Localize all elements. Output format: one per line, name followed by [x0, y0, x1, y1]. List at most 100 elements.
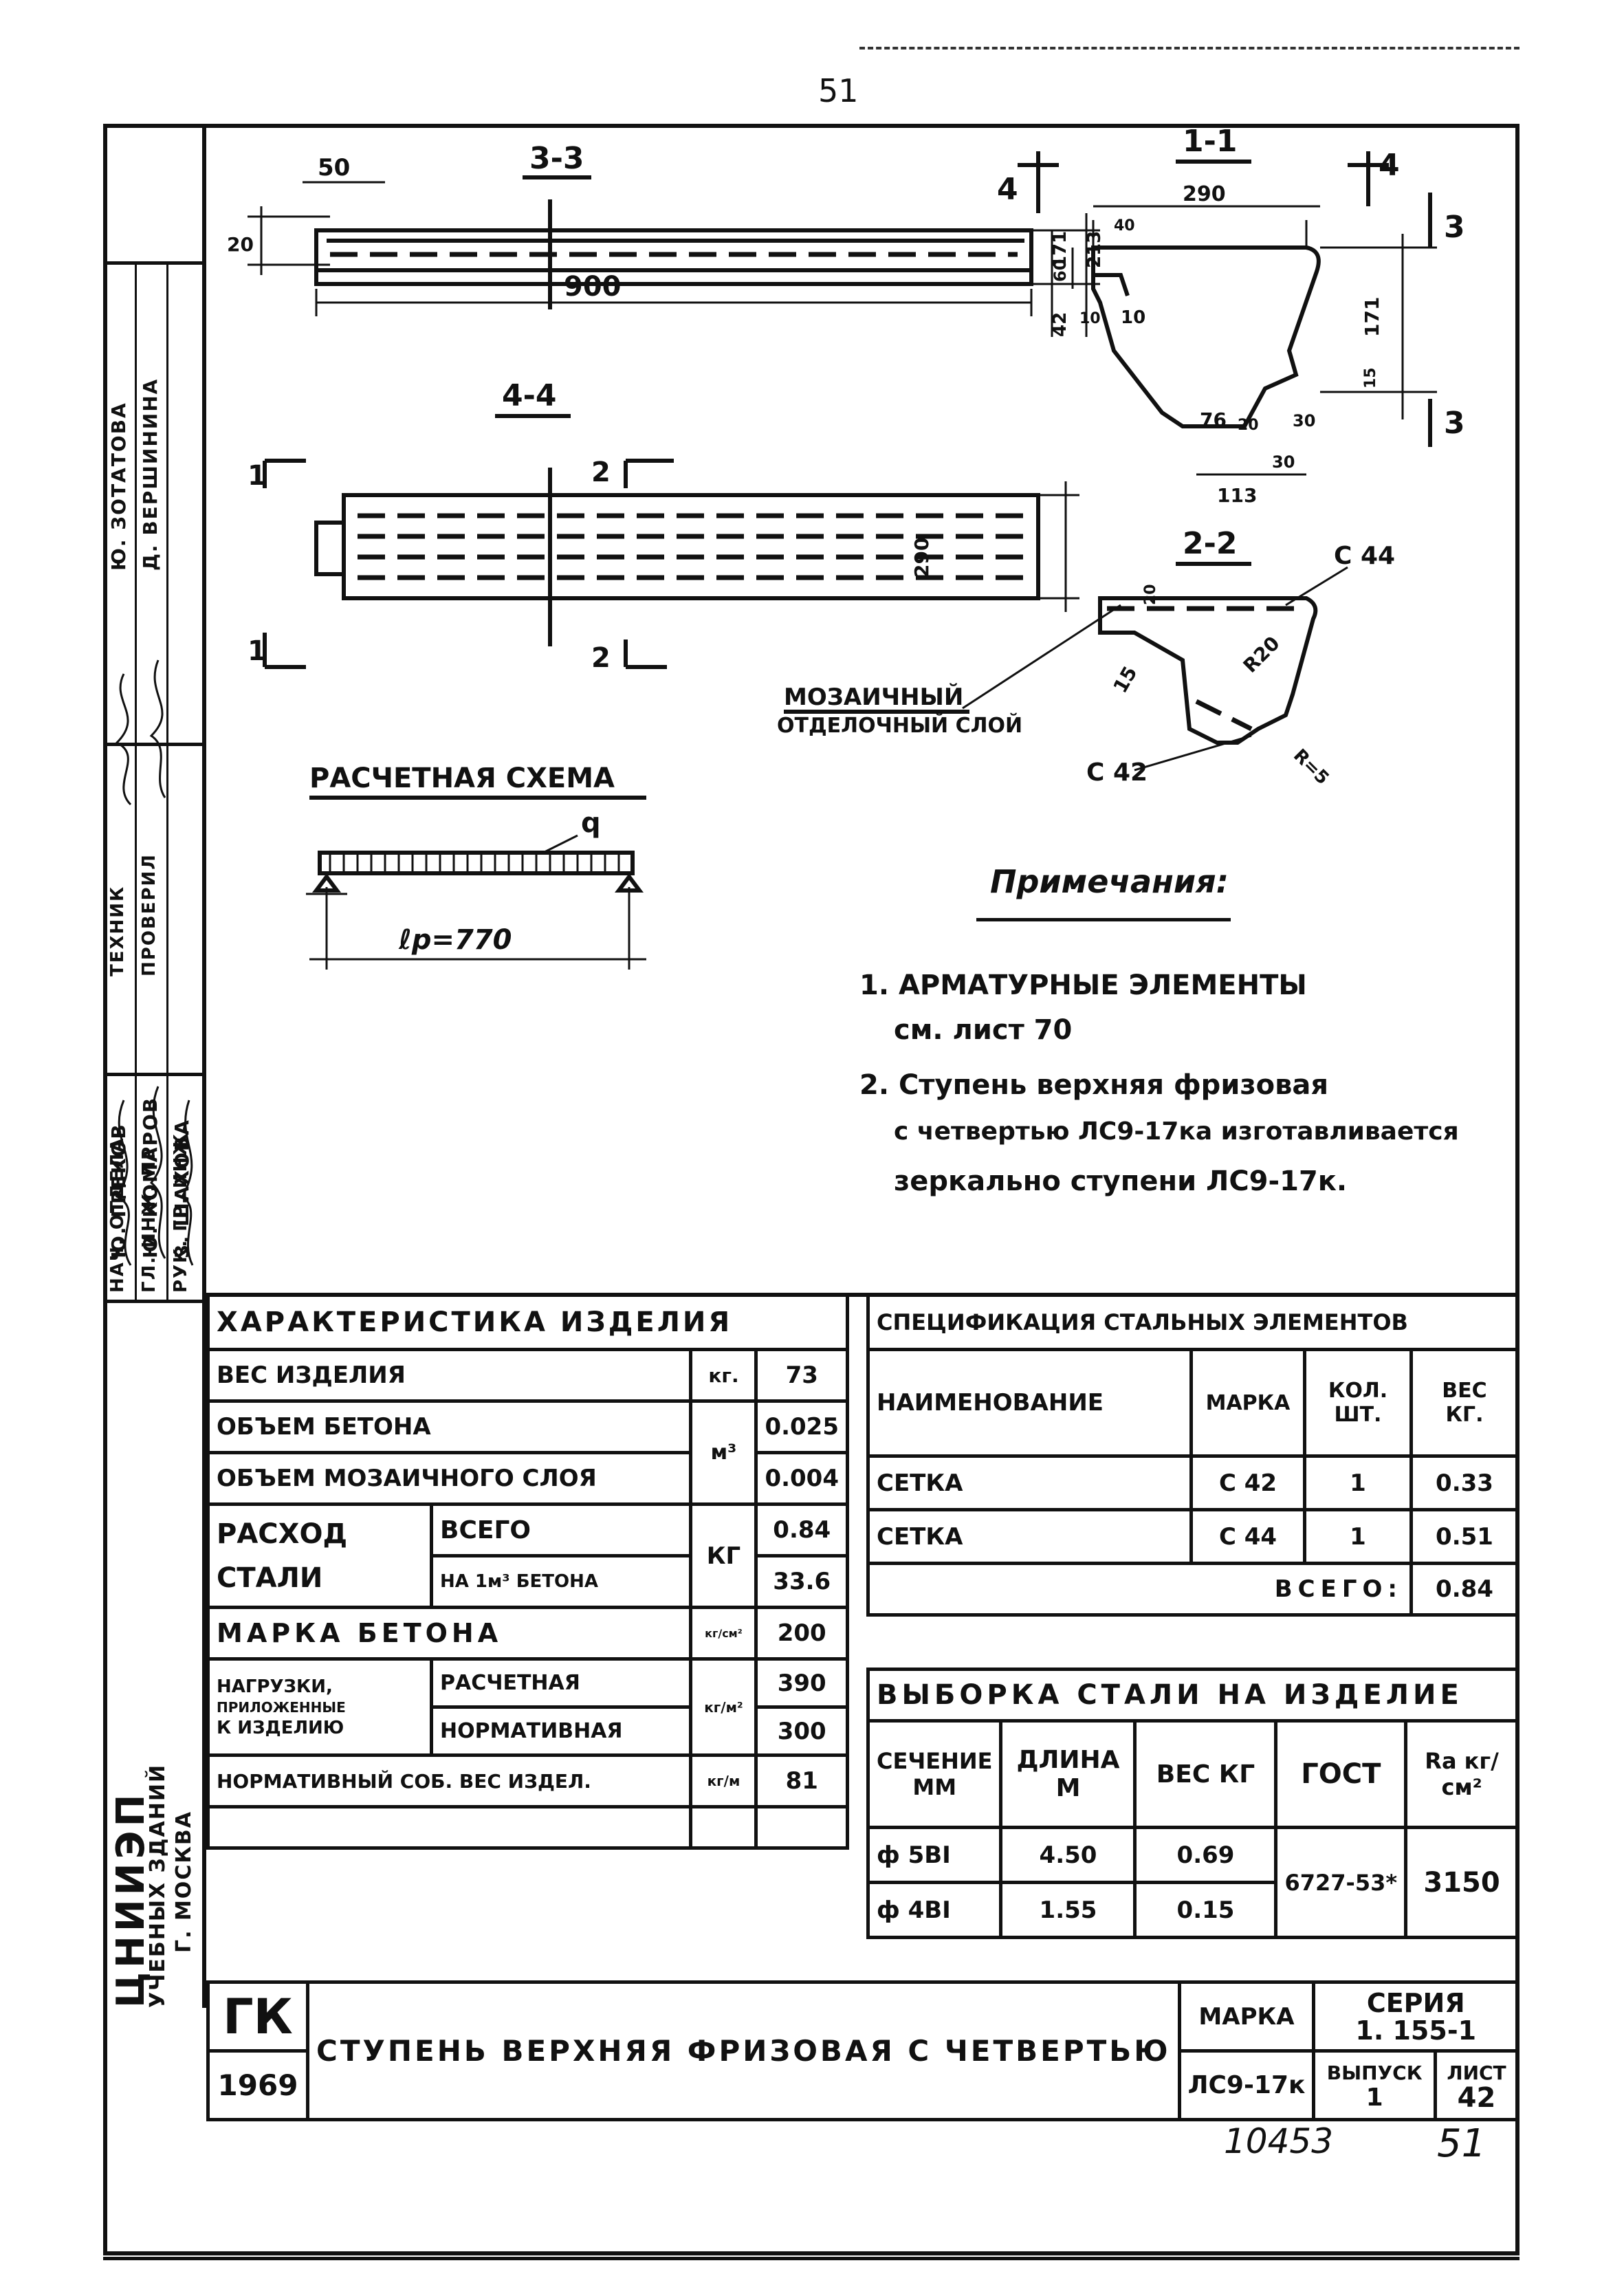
spec-header-qty: КОЛ. ШТ.: [1303, 1348, 1413, 1458]
side-stamp-divider-3: [103, 743, 206, 746]
char-steel-label-2: СТАЛИ: [217, 1562, 323, 1594]
tb-series-cell: СЕРИЯ 1. 155-1: [1312, 1980, 1519, 2053]
dim-1-1-15: 15: [1362, 367, 1379, 389]
tb-name: СТУПЕНЬ ВЕРХНЯЯ ФРИЗОВАЯ С ЧЕТВЕРТЬЮ: [306, 1980, 1181, 2121]
char-own-weight-value: 81: [754, 1753, 849, 1808]
char-own-weight-label: НОРМАТИВНЫЙ СОБ. ВЕС ИЗДЕЛ.: [206, 1753, 693, 1808]
sel-header-weight: ВЕС КГ: [1133, 1719, 1278, 1829]
org-line-3: Г. МОСКВА: [172, 1811, 196, 1953]
name-5: Д. ВЕРШИНИНА: [139, 378, 162, 571]
char-loads-norm-label: НОРМАТИВНАЯ: [429, 1705, 693, 1757]
note-2b: с четвертью ЛС9-17ка изготавливается: [894, 1117, 1459, 1146]
dim-1-1-30b: 30: [1272, 452, 1295, 472]
mosaic-label-2: ОТДЕЛОЧНЫЙ СЛОЙ: [777, 713, 1022, 738]
sel-row-2-section: ф 4ВI: [866, 1881, 1003, 1939]
characteristics-table: ХАРАКТЕРИСТИКА ИЗДЕЛИЯ ВЕС ИЗДЕЛИЯ кг. 7…: [206, 1293, 849, 1850]
spec-row-1-qty: 1: [1303, 1454, 1413, 1511]
tb-issue-value: 1: [1365, 2083, 1383, 2112]
sel-row-2-weight: 0.15: [1133, 1881, 1278, 1939]
char-own-weight-unit: кг/м: [689, 1753, 758, 1808]
tb-sheet-label: ЛИСТ: [1447, 2061, 1506, 2084]
side-stamp-divider: [103, 1300, 206, 1303]
sel-gost-value: 6727-53*: [1274, 1826, 1408, 1939]
spec-header-name: НАИМЕНОВАНИЕ: [866, 1348, 1193, 1458]
char-loads-label-1: НАГРУЗКИ,: [217, 1676, 333, 1697]
note-1: 1. АРМАТУРНЫЕ ЭЛЕМЕНТЫ: [859, 970, 1307, 1001]
spec-header-weight: ВЕС КГ.: [1409, 1348, 1519, 1458]
char-mosaic-volume-label: ОБЪЕМ МОЗАИЧНОГО СЛОЯ: [206, 1451, 693, 1506]
calc-load-q: q: [581, 807, 601, 839]
char-steel-per-label: НА 1м³ БЕТОНА: [429, 1554, 693, 1609]
spec-header-mark: МАРКА: [1189, 1348, 1306, 1458]
char-loads-unit: кг/м²: [689, 1657, 758, 1757]
tb-sheet-value: 42: [1457, 2081, 1496, 2114]
tb-series-label: СЕРИЯ: [1366, 1987, 1465, 2018]
dim-900: 900: [564, 271, 622, 303]
dim-50: 50: [318, 154, 350, 182]
cut-mark-3-top: 3: [1444, 210, 1465, 245]
char-empty-cell: [206, 1805, 693, 1850]
tb-year: 1969: [206, 2049, 309, 2121]
char-loads-label-2: ПРИЛОЖЕННЫЕ: [217, 1698, 346, 1716]
char-steel-total-label: ВСЕГО: [429, 1502, 693, 1557]
dim-1-1-60: 60: [1051, 259, 1070, 282]
dim-2-2-15: 15: [1108, 662, 1141, 697]
signatures: [115, 659, 194, 1266]
char-weight-label: ВЕС ИЗДЕЛИЯ: [206, 1348, 693, 1403]
section-1-1: 1-1 290 171 60 10 10 40 76 20 30 113 30 …: [997, 124, 1465, 507]
spec-row-1-weight: 0.33: [1409, 1454, 1519, 1511]
cut-mark-2-bottom: 2: [591, 642, 611, 674]
side-stamp-divider-4: [103, 261, 206, 265]
note-1b: см. лист 70: [894, 1014, 1073, 1046]
cut-mark-3-bottom: 3: [1444, 406, 1465, 441]
spec-row-2-name: СЕТКА: [866, 1508, 1193, 1565]
tb-sheet-cell: ЛИСТ 42: [1433, 2049, 1520, 2121]
notes-title-underline: [976, 918, 1231, 921]
dim-1-1-113: 113: [1217, 484, 1257, 507]
drawings-area: 3-3 50 20 900 171 213 42 4-4: [227, 124, 1465, 970]
tb-issue-cell: ВЫПУСК 1: [1312, 2049, 1437, 2121]
section-3-3-label: 3-3: [529, 141, 584, 176]
char-concrete-volume-value: 0.025: [754, 1399, 849, 1454]
char-weight-value: 73: [754, 1348, 849, 1403]
dim-1-1-10b: 10: [1079, 310, 1101, 327]
cut-mark-2-top: 2: [591, 457, 611, 488]
char-steel-label: РАСХОД СТАЛИ: [206, 1502, 433, 1609]
mosaic-label-1: МОЗАИЧНЫЙ: [784, 683, 963, 711]
selection-title: ВЫБОРКА СТАЛИ НА ИЗДЕЛИЕ: [866, 1668, 1519, 1723]
side-stamp-vline-2: [166, 261, 168, 1300]
char-loads-label: НАГРУЗКИ, ПРИЛОЖЕННЫЕ К ИЗДЕЛИЮ: [206, 1657, 433, 1757]
section-3-3: 3-3 50 20 900 171 213 42: [227, 141, 1105, 337]
char-mosaic-volume-value: 0.004: [754, 1451, 849, 1506]
tables-top-line: [206, 1293, 1519, 1297]
sel-ra-value: 3150: [1404, 1826, 1519, 1939]
spec-row-2-qty: 1: [1303, 1508, 1413, 1565]
calc-span-label: ℓр=770: [398, 924, 512, 956]
char-steel-label-1: РАСХОД: [217, 1518, 348, 1550]
mesh-c44-label: С 44: [1334, 542, 1395, 570]
tb-series-value: 1. 155-1: [1355, 2015, 1477, 2046]
calc-scheme: РАСЧЕТНАЯ СХЕМА q ℓр=770: [306, 763, 646, 970]
spec-total-label: ВСЕГО:: [866, 1562, 1413, 1617]
tb-mark-value: ЛС9-17к: [1177, 2049, 1316, 2121]
sel-row-1-weight: 0.69: [1133, 1826, 1278, 1884]
section-2-2-label: 2-2: [1183, 526, 1238, 561]
note-2c: зеркально ступени ЛС9-17к.: [894, 1166, 1348, 1197]
char-loads-label-3: К ИЗДЕЛИЮ: [217, 1717, 344, 1738]
note-2: 2. Ступень верхняя фризовая: [859, 1069, 1329, 1101]
dim-1-1-171: 171: [1361, 297, 1383, 337]
char-volume-unit: м³: [689, 1399, 758, 1506]
char-steel-unit: КГ: [689, 1502, 758, 1609]
characteristics-title: ХАРАКТЕРИСТИКА ИЗДЕЛИЯ: [206, 1293, 849, 1351]
spec-table: СПЕЦИФИКАЦИЯ СТАЛЬНЫХ ЭЛЕМЕНТОВ НАИМЕНОВ…: [866, 1293, 1519, 1617]
char-loads-calc-label: РАСЧЕТНАЯ: [429, 1657, 693, 1709]
mesh-c42-label: С 42: [1086, 758, 1148, 787]
sel-row-2-length: 1.55: [999, 1881, 1137, 1939]
spec-row-2-mark: С 44: [1189, 1508, 1306, 1565]
char-concrete-volume-label: ОБЪЕМ БЕТОНА: [206, 1399, 693, 1454]
notes-title: Примечания:: [990, 863, 1229, 900]
dim-42: 42: [1050, 312, 1071, 337]
handwritten-number-left: 10453: [1224, 2121, 1334, 2161]
side-stamp: [103, 124, 206, 2008]
spec-title: СПЕЦИФИКАЦИЯ СТАЛЬНЫХ ЭЛЕМЕНТОВ: [866, 1293, 1519, 1351]
